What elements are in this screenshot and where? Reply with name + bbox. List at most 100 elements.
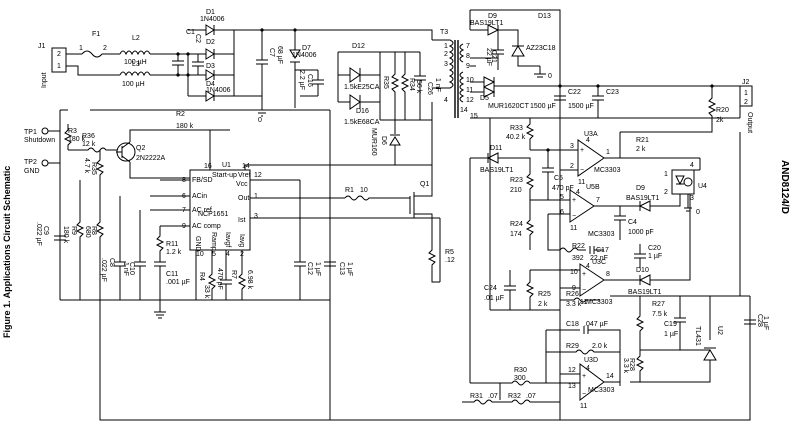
- r36-ref: R36: [82, 133, 95, 140]
- c22-value: 1500 µF: [530, 103, 556, 110]
- capacitor-c2: C2: [192, 34, 204, 75]
- j2-ref: J2: [742, 79, 750, 86]
- r26-ref: R26: [566, 291, 579, 298]
- c23-value: 1500 µF: [568, 103, 594, 110]
- d16-value: 1.5kE68CA: [344, 119, 380, 126]
- c10-value: 1 nF: [122, 262, 129, 276]
- diode-d9: D9 BAS19LT1: [620, 185, 681, 212]
- f1-ref: F1: [92, 31, 100, 38]
- svg-text:16: 16: [204, 163, 212, 170]
- j2-pin1: 1: [744, 90, 748, 97]
- d4-ref: D4: [206, 81, 215, 88]
- svg-text:11: 11: [466, 87, 473, 94]
- c9-value: .022 µF: [35, 222, 42, 246]
- d10-ref: D10: [636, 267, 649, 274]
- c28-value: 1 µF: [762, 316, 769, 330]
- svg-text:+: +: [580, 147, 584, 154]
- svg-text:+: +: [582, 271, 586, 278]
- svg-text:8: 8: [606, 271, 610, 278]
- figure-caption: Figure 1. Applications Circuit Schematic: [2, 166, 12, 338]
- svg-text:4: 4: [690, 162, 694, 169]
- svg-text:10: 10: [570, 269, 578, 276]
- j1-pin1: 1: [57, 63, 61, 70]
- c17-value: 22 nF: [590, 255, 608, 262]
- r35-ref: R35: [382, 76, 389, 89]
- u1-pin-acomp: AC comp: [192, 223, 221, 230]
- d9top-ref: D9: [488, 13, 497, 20]
- capacitor-c1: C1: [172, 29, 195, 75]
- tp2-ref: TP2: [24, 159, 37, 166]
- tp2-label: GND: [24, 168, 40, 175]
- svg-text:3: 3: [444, 61, 448, 68]
- svg-text:10: 10: [196, 251, 204, 258]
- svg-text:14: 14: [242, 163, 250, 170]
- document-number: AND8124/D: [779, 160, 790, 214]
- u1-part: NCP1651: [198, 211, 228, 218]
- c18-ref: C18: [566, 321, 579, 328]
- r32-value: .07: [526, 393, 536, 400]
- j2-label: Output: [746, 112, 753, 133]
- svg-text:7: 7: [466, 43, 470, 50]
- r9-ref: R9: [70, 226, 77, 235]
- r8-value: 680: [84, 226, 91, 238]
- c16-ref: C16: [306, 74, 313, 87]
- svg-text:11: 11: [580, 299, 587, 306]
- r28-ref: R28: [628, 358, 635, 371]
- svg-text:8: 8: [466, 53, 470, 60]
- r26-value: 3.3 k: [566, 301, 582, 308]
- opamp-u3d: C18 .047 µF R29 2.0 k +− U3D MC3303 1213…: [545, 321, 621, 410]
- d6-ref: D6: [380, 136, 387, 145]
- r22-value: 392: [572, 255, 584, 262]
- q2-ref: Q2: [136, 145, 145, 152]
- c4-value: 1000 pF: [628, 229, 654, 236]
- q2-value: 2N2222A: [136, 155, 166, 162]
- j1-ref: J1: [38, 43, 46, 50]
- r31-ref: R31: [470, 393, 483, 400]
- j1-label: Input: [41, 72, 48, 88]
- r3-value: 180 k: [68, 136, 86, 143]
- r7-value: 6.98 k: [246, 270, 253, 290]
- svg-text:12: 12: [568, 367, 576, 374]
- d6-value: MUR160: [370, 128, 377, 156]
- r23-ref: R23: [510, 177, 523, 184]
- c7-ref: C7: [268, 48, 275, 57]
- c12-ref: C12: [306, 262, 313, 275]
- u1-pin-vcc: Vcc: [236, 181, 248, 188]
- svg-text:−: −: [572, 213, 576, 220]
- l3-value: 100 µH: [122, 81, 145, 88]
- svg-text:6: 6: [560, 209, 564, 216]
- c4-ref: C4: [628, 219, 637, 226]
- svg-text:10: 10: [466, 77, 474, 84]
- r21-ref: R21: [636, 137, 649, 144]
- r33-value: 40.2 k: [506, 134, 526, 141]
- svg-text:2: 2: [444, 51, 448, 58]
- svg-text:11: 11: [580, 403, 587, 410]
- svg-text:1: 1: [254, 193, 258, 200]
- d11-ref: D11: [490, 145, 502, 152]
- j2-pin2: 2: [744, 99, 748, 106]
- u2-ref: U2: [716, 326, 723, 335]
- r35b-value: 4.7 k: [83, 158, 90, 174]
- u3d-ref: U3D: [584, 357, 598, 364]
- r24-value: 174: [510, 231, 522, 238]
- r8-ref: R8: [90, 226, 97, 235]
- c11-value: .001 µF: [166, 279, 190, 286]
- u4-ref: U4: [698, 183, 707, 190]
- c21-ref: C21: [490, 50, 497, 63]
- r5-value: .12: [445, 257, 455, 264]
- r23-value: 210: [510, 187, 522, 194]
- u2-part: TL431: [694, 326, 701, 346]
- d12-ref: D12: [352, 43, 365, 50]
- output-stage: D5 MUR1620CT C22 1500 µF C23 1500 µF R20…: [470, 76, 753, 133]
- d9-value: BAS19LT1: [626, 195, 659, 202]
- svg-text:−: −: [580, 167, 584, 174]
- svg-text:2: 2: [664, 189, 668, 196]
- svg-text:1: 1: [444, 43, 448, 50]
- svg-text:7: 7: [596, 197, 600, 204]
- r2-ref: R2: [176, 111, 185, 118]
- c9-ref: C9: [42, 226, 49, 235]
- r30-ref: R30: [514, 367, 527, 374]
- c19-ref: C19: [664, 321, 677, 328]
- c28-ref: C28: [756, 314, 763, 327]
